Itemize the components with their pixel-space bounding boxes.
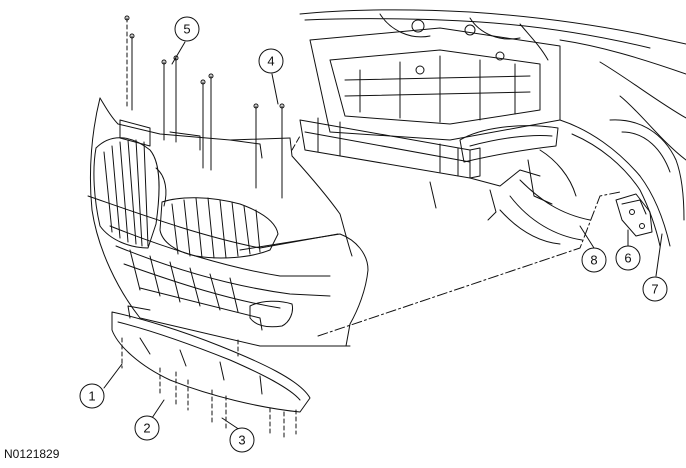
leader-lines [103,41,663,431]
callout-8: 8 [581,247,607,273]
callout-3-label: 3 [238,433,245,448]
vehicle-front-structure [299,9,686,247]
callout-8-label: 8 [590,253,597,268]
upper-fasteners [124,15,285,199]
callout-5-label: 5 [183,22,190,37]
front-grille [93,119,279,259]
callout-4: 4 [258,48,284,74]
lower-fasteners [121,337,297,441]
callout-6-label: 6 [624,251,631,266]
callout-2-label: 2 [143,421,150,436]
callout-3: 3 [229,427,255,453]
figure-id: N0121829 [4,447,60,461]
callout-1: 1 [79,383,105,409]
callout-1-label: 1 [88,389,95,404]
bumper-cover [87,97,369,347]
bumper-bracket [615,193,653,237]
callout-6: 6 [615,245,641,271]
callout-5: 5 [174,16,200,42]
alignment-line [317,191,621,337]
callout-7-label: 7 [651,282,658,297]
callout-2: 2 [134,415,160,441]
callout-4-label: 4 [267,54,274,69]
lower-splash-shield [111,305,311,413]
callout-7: 7 [642,276,668,302]
